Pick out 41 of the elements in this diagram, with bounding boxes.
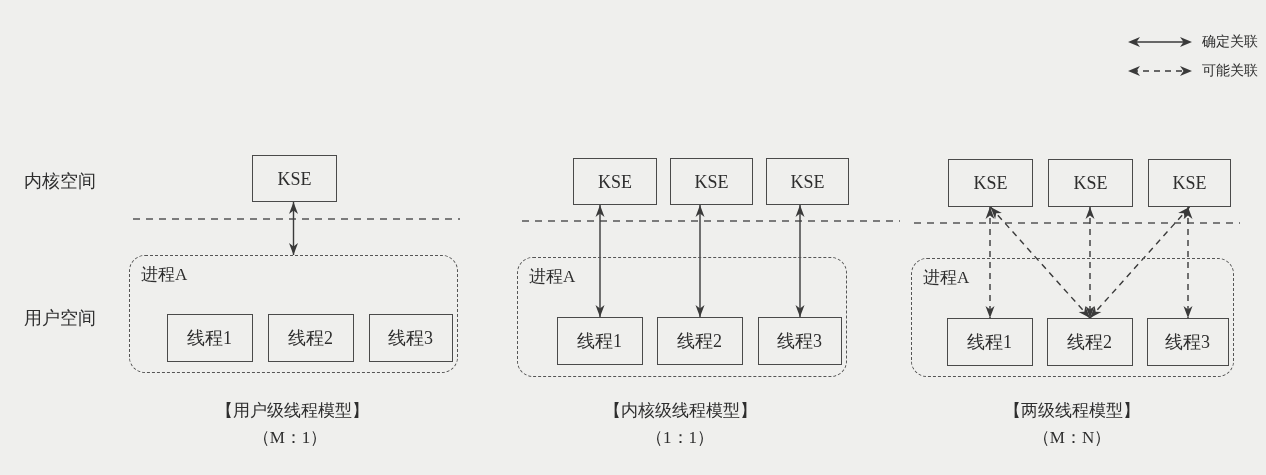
labeled-box: 线程1 <box>946 317 1033 366</box>
labeled-box: KSE <box>1148 159 1231 207</box>
dashed-double-headed-arrow <box>1183 206 1193 319</box>
labeled-box: 线程2 <box>656 316 743 365</box>
double-headed-arrow <box>695 204 705 318</box>
labeled-box: 线程1 <box>556 316 643 365</box>
dashed-group-box <box>517 257 847 377</box>
labeled-box: 线程3 <box>1146 317 1229 366</box>
labeled-box: KSE <box>766 158 849 205</box>
dashed-group-box <box>129 255 458 373</box>
group-title: 进程A <box>923 269 970 288</box>
figure-caption: （M：1） <box>251 428 329 448</box>
group-title: 进程A <box>529 268 576 287</box>
dashed-group-box <box>911 258 1234 377</box>
figure-caption: （M：N） <box>1031 428 1113 448</box>
labeled-box: KSE <box>573 158 657 205</box>
double-headed-arrow <box>595 204 605 318</box>
labeled-box: 线程3 <box>757 316 842 365</box>
dashed-double-headed-arrow <box>985 206 995 319</box>
legend-label: 可能关联 <box>1202 62 1258 80</box>
double-headed-arrow <box>289 201 298 256</box>
dashed-double-headed-arrow <box>1089 206 1191 319</box>
figure-caption: （1：1） <box>645 428 715 448</box>
labeled-box: KSE <box>670 158 753 205</box>
space-label: 内核空间 <box>24 171 97 192</box>
labeled-box: KSE <box>948 159 1033 207</box>
labeled-box: 线程2 <box>267 313 354 362</box>
double-headed-arrow <box>795 204 805 318</box>
figure-caption: 【内核级线程模型】 <box>602 401 758 421</box>
figure-caption: 【两级线程模型】 <box>1003 401 1141 421</box>
legend-label: 确定关联 <box>1202 34 1258 51</box>
labeled-box: 线程3 <box>368 313 453 362</box>
group-title: 进程A <box>141 266 188 285</box>
dashed-double-headed-arrow <box>1085 206 1095 319</box>
labeled-box: KSE <box>1048 159 1133 207</box>
labeled-box: 线程1 <box>166 313 253 362</box>
labeled-box: 线程2 <box>1046 317 1133 366</box>
space-label: 用户空间 <box>24 308 97 329</box>
dashed-double-headed-arrow <box>989 206 1091 319</box>
figure-caption: 【用户级线程模型】 <box>214 401 370 421</box>
labeled-box: KSE <box>252 155 337 202</box>
